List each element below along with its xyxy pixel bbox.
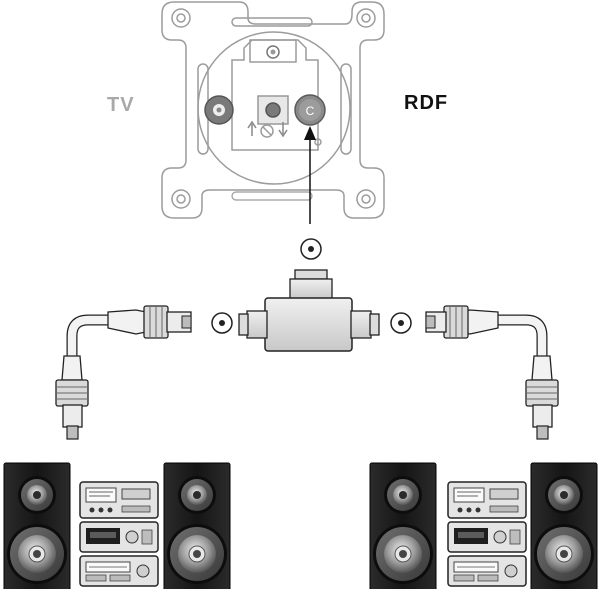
wall-socket-icon: [161, 1, 385, 219]
stereo-system-right: [369, 462, 598, 589]
coax-cable-left-icon: [55, 305, 192, 440]
arrow-up-icon: [304, 126, 316, 224]
speaker-icon: [369, 462, 437, 589]
splitter-icon: [238, 269, 380, 352]
coax-end-top-icon: [300, 238, 322, 260]
stereo-system-left: [3, 462, 231, 589]
tv-socket-icon: [204, 95, 234, 125]
stereo-unit-icon: [79, 481, 159, 587]
coax-end-left-icon: [211, 312, 233, 334]
tv-label: TV: [107, 94, 135, 116]
rdf-label: RDF: [404, 92, 449, 114]
speaker-icon: [530, 462, 598, 589]
stereo-unit-icon: [447, 481, 527, 587]
coax-end-right-icon: [390, 312, 412, 334]
rdf-socket-letter: C: [306, 104, 315, 118]
rdf-socket-icon: C: [294, 94, 326, 126]
speaker-icon: [3, 462, 71, 589]
speaker-icon: [163, 462, 231, 589]
coax-cable-right-icon: [425, 305, 559, 440]
